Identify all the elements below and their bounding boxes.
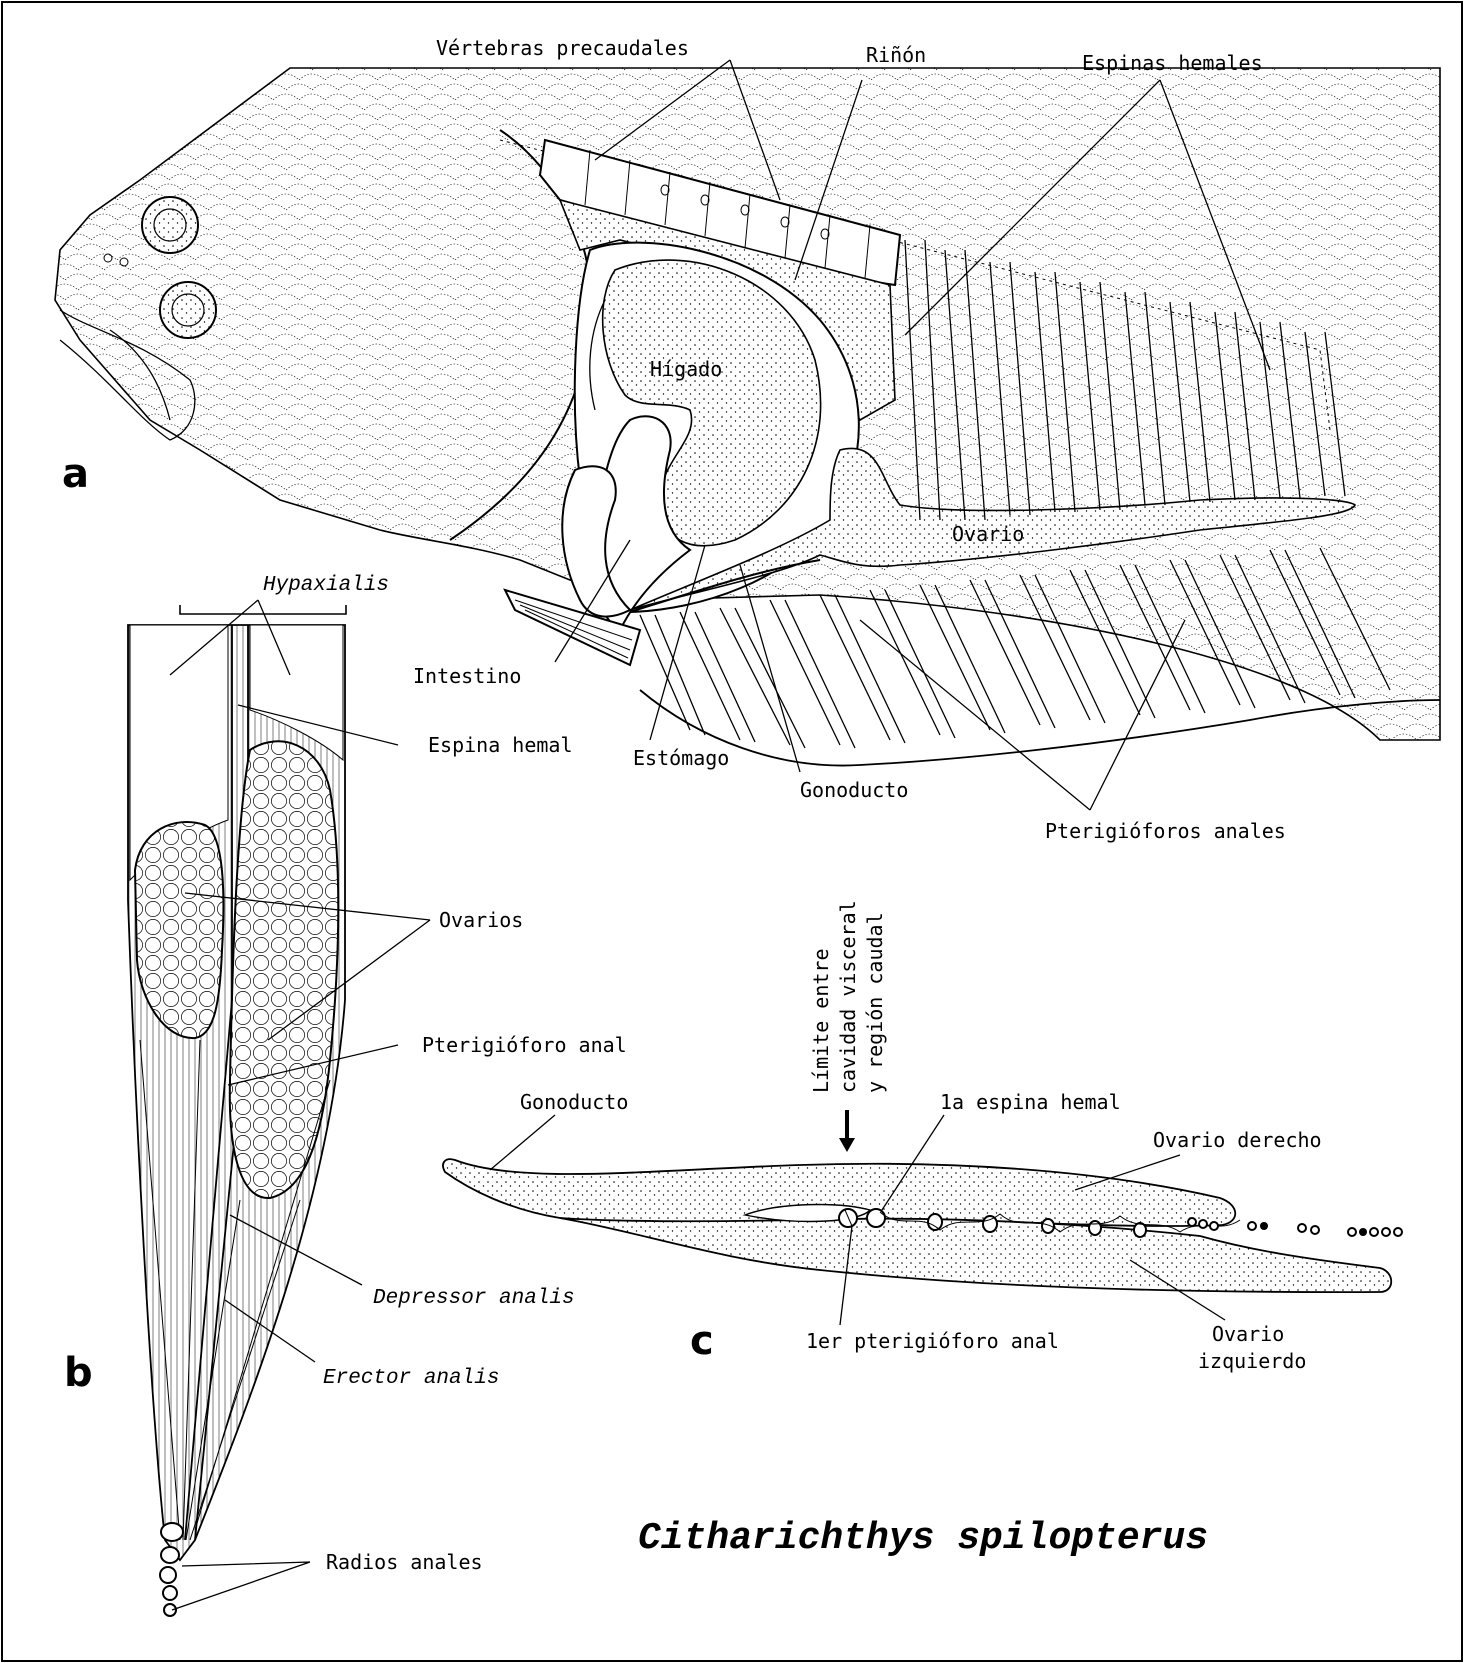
label-ovario-derecho: Ovario derecho — [1153, 1128, 1322, 1152]
label-intestino: Intestino — [413, 664, 521, 688]
label-gonoducto-a: Gonoducto — [800, 778, 908, 802]
anal-rays-b — [160, 1523, 183, 1616]
panel-label-b: b — [64, 1350, 93, 1396]
eye-upper — [142, 197, 198, 253]
label-gonoducto-c: Gonoducto — [520, 1090, 628, 1114]
label-pterigioforos-anales: Pterigióforos anales — [1045, 819, 1286, 843]
panel-label-c: c — [690, 1318, 714, 1364]
label-estomago: Estómago — [633, 746, 729, 770]
label-ovario: Ovario — [952, 522, 1024, 546]
label-1a-espina-hemal: 1a espina hemal — [940, 1090, 1121, 1114]
label-espinas-hemales: Espinas hemales — [1082, 51, 1263, 75]
eye-lower — [160, 282, 216, 338]
label-limite-line1: Límite entre — [809, 949, 833, 1094]
label-erector-analis: Erector analis — [323, 1367, 499, 1390]
species-name: Citharichthys spilopterus — [638, 1517, 1208, 1560]
label-vertebras-precaudales: Vértebras precaudales — [436, 36, 689, 60]
ovary-left-c — [560, 1218, 1391, 1292]
label-1er-pterigioforo-anal: 1er pterigióforo anal — [806, 1329, 1059, 1353]
label-radios-anales: Radios anales — [326, 1550, 483, 1574]
panel-label-a: a — [62, 451, 89, 497]
anal-fin-edge — [640, 690, 1440, 766]
label-ovario-izquierdo-line1: Ovario — [1212, 1322, 1284, 1346]
label-hypaxialis: Hypaxialis — [263, 574, 389, 597]
label-limite-line3: y región caudal — [863, 912, 887, 1093]
label-depressor-analis: Depressor analis — [373, 1287, 575, 1310]
label-limite-line2: cavidad visceral — [836, 900, 860, 1093]
label-espina-hemal: Espina hemal — [428, 733, 573, 757]
label-ovarios: Ovarios — [439, 908, 523, 932]
label-higado: Hígado — [650, 357, 722, 381]
label-ovario-izquierdo-line2: izquierdo — [1198, 1349, 1306, 1373]
boundary-arrow — [839, 1110, 855, 1152]
panel-b-drawing — [128, 605, 346, 1616]
label-rinon: Riñón — [866, 43, 926, 67]
label-pterigioforo-anal-b: Pterigióforo anal — [422, 1033, 627, 1057]
